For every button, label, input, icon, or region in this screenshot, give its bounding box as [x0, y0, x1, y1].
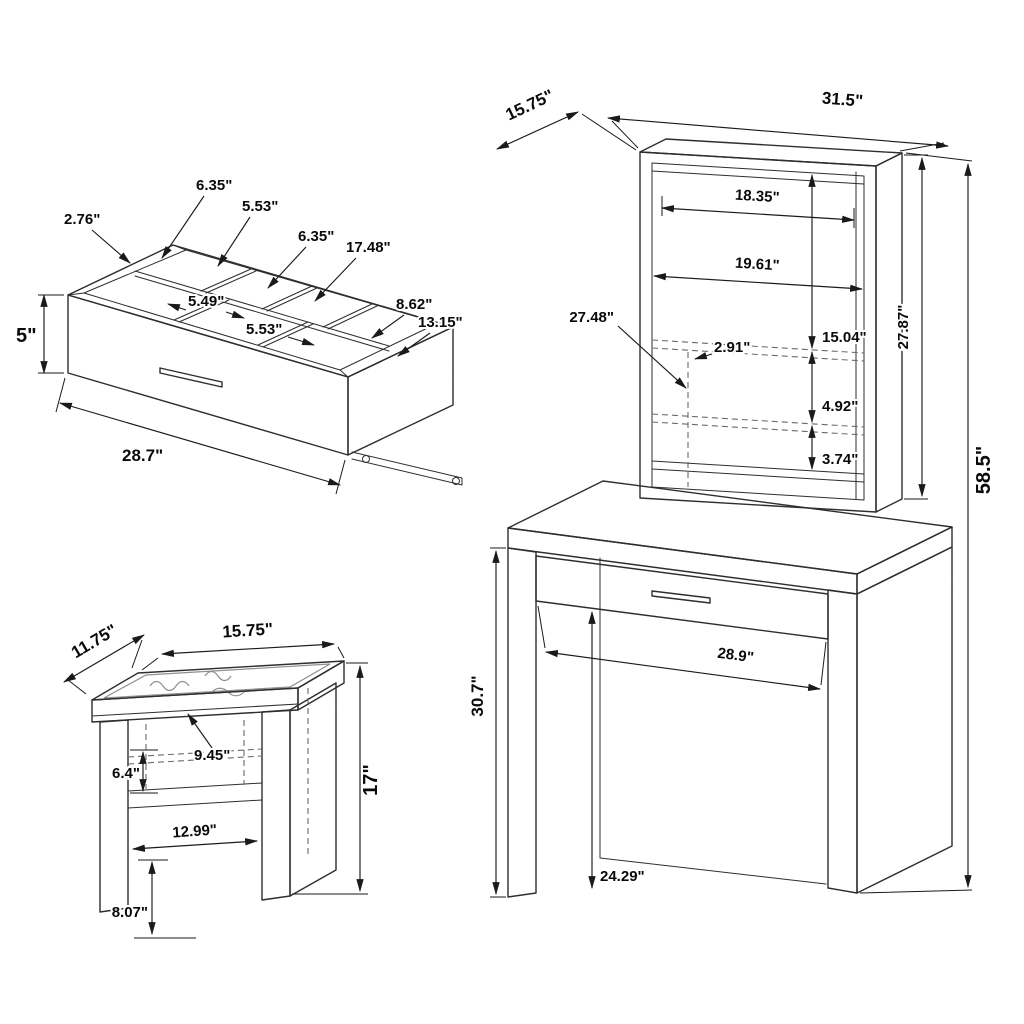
dim-drawer-side-height: 5" — [16, 325, 37, 347]
cabinet-shelf-3 — [651, 460, 865, 483]
desk-knee-space-back — [599, 557, 827, 885]
cabinet-shelf-hidden-1 — [651, 339, 865, 362]
dim-drawer-6-35-b: 6.35" — [298, 228, 334, 245]
dim-knee-height: 24.29" — [600, 868, 645, 885]
dim-mirror-inner-width: 19.61" — [734, 255, 780, 275]
drawer-handle — [159, 367, 223, 388]
dim-stool-opening-height: 6.4" — [112, 765, 140, 782]
rail-roller-1 — [452, 477, 460, 485]
dim-shelf-gap-small: 3.74" — [822, 451, 858, 468]
dim-stool-cushion: 9.45" — [194, 747, 230, 764]
drawer-diagram: 5" 28.7" 2.76" 6.35" 5.53" 6.35" 17.48" … — [14, 175, 465, 495]
vanity-diagram: 15.75" 31.5" 18.35" 19.61" 27.48" 2.91" … — [466, 84, 997, 898]
drawer-right-side — [347, 326, 454, 456]
desk-drawer-front — [535, 555, 829, 640]
cabinet-right-side — [875, 152, 903, 513]
stool-left-leg — [99, 719, 129, 913]
desk-right-panel — [827, 589, 858, 894]
drawer-center-divider — [134, 270, 390, 352]
dim-drawer-17-48: 17.48" — [346, 239, 391, 256]
rail-roller-2 — [362, 455, 370, 463]
stool-cushion-right — [297, 660, 345, 711]
dim-total-height: 58.5" — [973, 446, 995, 494]
dim-mirror-inner-width-top: 18.35" — [734, 187, 780, 207]
stool-hidden-edges — [127, 688, 309, 858]
dim-mirror-height: 27.87" — [895, 305, 912, 350]
cabinet-top-face — [639, 138, 903, 167]
desk-right-panel-side — [856, 546, 953, 894]
dim-desk-height: 30.7" — [468, 675, 487, 716]
drawer-cross-dividers-back — [200, 268, 378, 330]
dim-drawer-13-15: 13.15" — [418, 314, 463, 331]
cabinet-shelf-hidden-2 — [651, 413, 865, 436]
dim-stool-height: 17" — [360, 764, 382, 796]
stool-shelf — [127, 782, 263, 809]
dim-knee-width: 28.9" — [716, 645, 754, 667]
dim-drawer-8-62: 8.62" — [396, 296, 432, 313]
dim-vanity-depth: 15.75" — [503, 86, 557, 125]
dim-drawer-5-53-b: 5.53" — [246, 321, 282, 338]
mirror-frame-details — [651, 170, 865, 500]
desk-left-panel — [507, 547, 537, 898]
desk-top-band — [507, 527, 858, 595]
drawer-rim-corners — [67, 244, 454, 378]
dim-shelf-gap-mid: 4.92" — [822, 398, 858, 415]
desk-drawer-handle — [651, 590, 711, 604]
dim-drawer-5-49: 5.49" — [188, 293, 224, 310]
dim-stool-inner-width: 12.99" — [172, 822, 218, 842]
mirror-inner-frame — [651, 162, 865, 501]
dim-shelf-gap-large: 15.04" — [822, 329, 867, 346]
desk-top-band-side — [856, 526, 953, 595]
drawer-cross-dividers-front — [173, 297, 314, 348]
dim-vanity-width: 31.5" — [821, 88, 864, 110]
stool-cushion-top — [91, 660, 345, 701]
dim-stool-depth: 11.75" — [68, 620, 120, 662]
stool-right-leg-side — [289, 682, 337, 897]
dim-shelf-thickness: 2.91" — [714, 339, 750, 356]
stool-cushion-piping — [91, 703, 299, 717]
dim-drawer-length: 28.7" — [122, 446, 163, 465]
stool-diagram: 11.75" 15.75" 9.45" 6.4" 12.99" 8.07" 17… — [63, 618, 384, 939]
dim-drawer-2-76: 2.76" — [64, 211, 100, 228]
stool-right-leg — [261, 709, 291, 901]
drawer-front-panel — [67, 294, 349, 456]
dim-drawer-5-53-a: 5.53" — [242, 198, 278, 215]
dim-cabinet-height-side: 27.48" — [569, 309, 614, 326]
dim-drawer-6-35-a: 6.35" — [196, 177, 232, 194]
drawer-slide-rail — [351, 451, 463, 486]
dim-stool-width: 15.75" — [222, 620, 274, 642]
dim-stool-base-height: 8.07" — [112, 904, 148, 921]
stool-cushion-stitch-border — [103, 663, 331, 699]
